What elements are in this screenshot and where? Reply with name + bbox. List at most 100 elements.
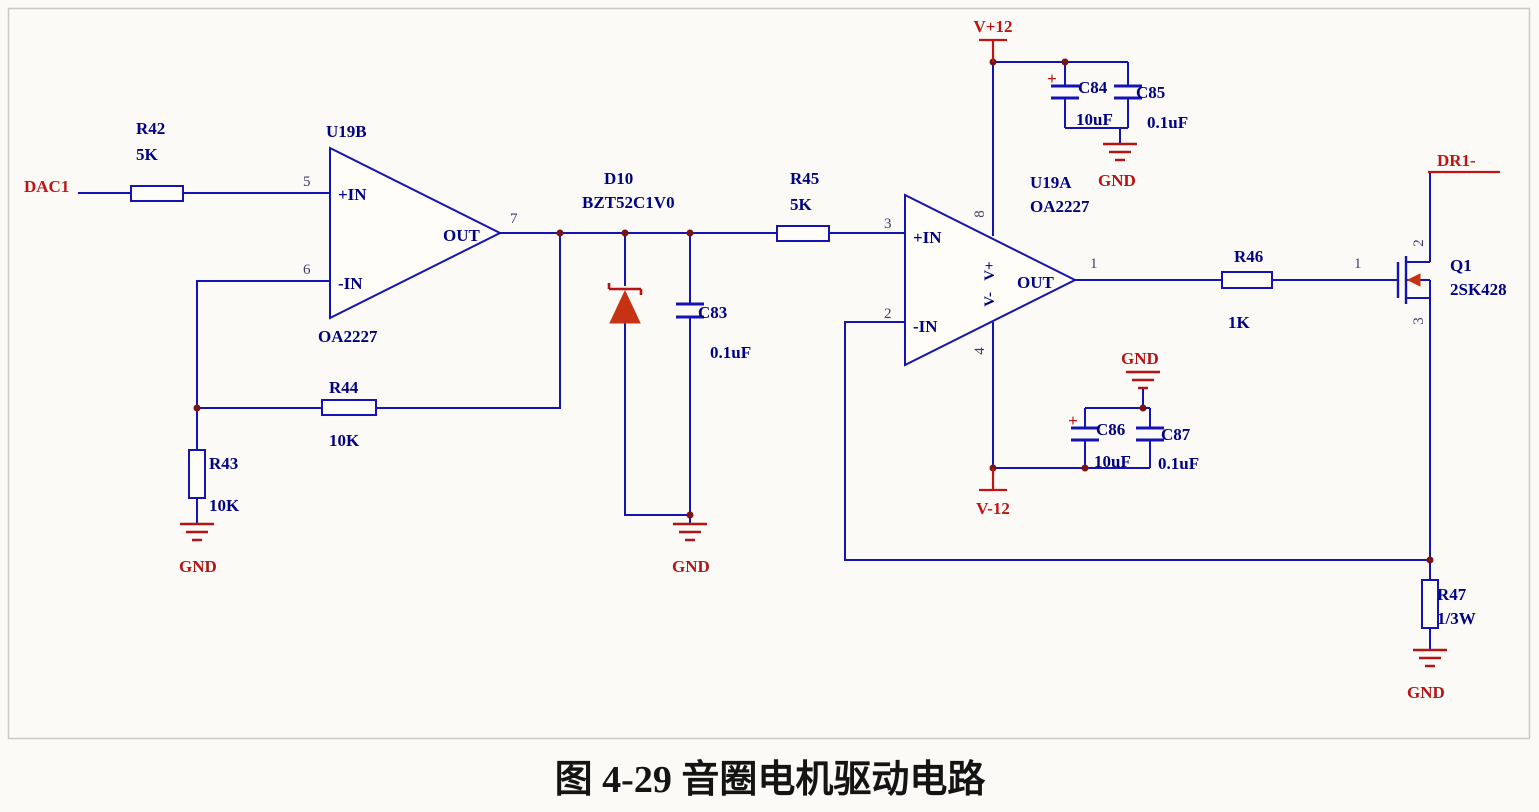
vminus12-text: V-12 — [976, 499, 1010, 518]
u19b-pin7: 7 — [510, 211, 518, 227]
u19b-pin5: 5 — [303, 174, 311, 190]
u19b-pin6: 6 — [303, 262, 311, 278]
wire-d10-bottom — [624, 323, 690, 516]
u19a-pin1: 1 — [1090, 256, 1098, 272]
resistor-body — [130, 185, 184, 202]
capacitor-plates — [1114, 84, 1142, 100]
u19a-part: OA2227 — [1030, 197, 1090, 216]
u19a-pin8: 8 — [972, 210, 988, 218]
r46-ref: R46 — [1234, 247, 1263, 266]
junction-dot — [1139, 404, 1147, 412]
junction-dot — [686, 229, 694, 237]
ground-icon — [673, 522, 707, 542]
u19a-ref: U19A — [1030, 173, 1072, 192]
ground-icon — [1126, 370, 1160, 390]
ground-icon — [180, 522, 214, 542]
resistor-r47: R47 1/3W — [1421, 579, 1476, 629]
r45-value: 5K — [790, 195, 813, 214]
gnd-text: GND — [1407, 683, 1445, 702]
d10-part: BZT52C1V0 — [582, 193, 675, 212]
resistor-body — [776, 225, 830, 242]
power-stub — [979, 468, 1007, 492]
net-dac1-text: DAC1 — [24, 177, 69, 196]
gnd-text: GND — [672, 557, 710, 576]
opamp-u19a: U19A OA2227 +IN -IN OUT V- V+ 3 2 1 8 4 — [884, 173, 1098, 367]
r43-ref: R43 — [209, 454, 238, 473]
ground-icon — [1103, 142, 1137, 162]
capacitor-c87: C87 0.1uF — [1136, 425, 1199, 473]
c87-value: 0.1uF — [1158, 454, 1199, 473]
resistor-r44: R44 10K — [321, 378, 377, 450]
opamp-u19b: U19B OA2227 +IN -IN OUT 5 6 7 — [303, 122, 518, 346]
c85-value: 0.1uF — [1147, 113, 1188, 132]
gnd-text: GND — [1098, 171, 1136, 190]
c86-ref: C86 — [1096, 420, 1125, 439]
q1-pin-gate: 1 — [1354, 256, 1362, 272]
u19a-pin2: 2 — [884, 306, 892, 322]
c83-ref: C83 — [698, 303, 727, 322]
mosfet-arrow — [1406, 273, 1421, 287]
junction-dot — [1061, 58, 1069, 66]
zener-cathode-bar — [607, 283, 643, 295]
u19b-out-label: OUT — [443, 226, 481, 245]
zener-diode-d10: D10 BZT52C1V0 — [582, 169, 675, 324]
r43-value: 10K — [209, 496, 240, 515]
resistor-r45: R45 5K — [776, 169, 830, 242]
r42-ref: R42 — [136, 119, 165, 138]
ground-r47: GND — [1407, 648, 1447, 702]
resistor-body — [321, 399, 377, 416]
net-label-dr1: DR1- — [1428, 151, 1500, 174]
resistor-body — [188, 449, 206, 499]
net-label-dac1: DAC1 — [24, 177, 69, 196]
u19a-rails-label: V- V+ — [982, 261, 998, 306]
capacitor-c83: C83 0.1uF — [676, 302, 751, 362]
mosfet-q1: Q1 2SK428 1 2 3 — [1354, 239, 1507, 325]
figure-caption: 图 4-29 音圈电机驱动电路 — [555, 759, 987, 801]
ground-c83: GND — [672, 522, 710, 576]
q1-ref: Q1 — [1450, 256, 1472, 275]
capacitor-c85: C85 0.1uF — [1114, 83, 1188, 132]
c84-polarity-plus: + — [1047, 69, 1057, 88]
junction-dot — [621, 229, 629, 237]
opamp-triangle — [904, 193, 1078, 367]
ground-botcaps: GND — [1121, 349, 1160, 390]
u19b-in-plus-label: +IN — [338, 185, 367, 204]
q1-part: 2SK428 — [1450, 280, 1507, 299]
ground-icon — [1413, 648, 1447, 668]
junction-dot — [193, 404, 201, 412]
junction-dot — [1426, 556, 1434, 564]
q1-pin-source: 3 — [1411, 317, 1427, 325]
u19b-part: OA2227 — [318, 327, 378, 346]
capacitor-plates — [1136, 426, 1164, 442]
capacitor-plates — [676, 302, 704, 319]
ground-topcaps: GND — [1098, 142, 1137, 190]
resistor-body — [1221, 271, 1273, 289]
r42-value: 5K — [136, 145, 159, 164]
resistor-r46: R46 1K — [1221, 247, 1273, 332]
u19a-in-minus-label: -IN — [913, 317, 938, 336]
capacitor-plates — [1051, 84, 1079, 100]
gnd-text: GND — [179, 557, 217, 576]
c84-value: 10uF — [1076, 110, 1113, 129]
r47-value: 1/3W — [1437, 609, 1476, 628]
junction-dot — [1081, 464, 1089, 472]
r47-ref: R47 — [1437, 585, 1467, 604]
u19a-out-label: OUT — [1017, 273, 1055, 292]
opamp-triangle — [329, 146, 503, 320]
u19a-pin4: 4 — [972, 347, 988, 355]
zener-triangle — [609, 289, 641, 324]
power-port-vminus12: V-12 — [976, 468, 1010, 518]
r46-value: 1K — [1228, 313, 1251, 332]
dr1-text: DR1- — [1437, 151, 1476, 170]
d10-ref: D10 — [604, 169, 633, 188]
r45-ref: R45 — [790, 169, 819, 188]
vplus12-text: V+12 — [974, 17, 1013, 36]
capacitor-plates — [1071, 426, 1099, 442]
capacitor-c84: + C84 10uF — [1047, 69, 1113, 129]
c86-value: 10uF — [1094, 452, 1131, 471]
wire-r44-right-up — [376, 233, 561, 409]
resistor-body — [1421, 579, 1439, 629]
c87-ref: C87 — [1161, 425, 1191, 444]
junction-dot — [686, 511, 694, 519]
